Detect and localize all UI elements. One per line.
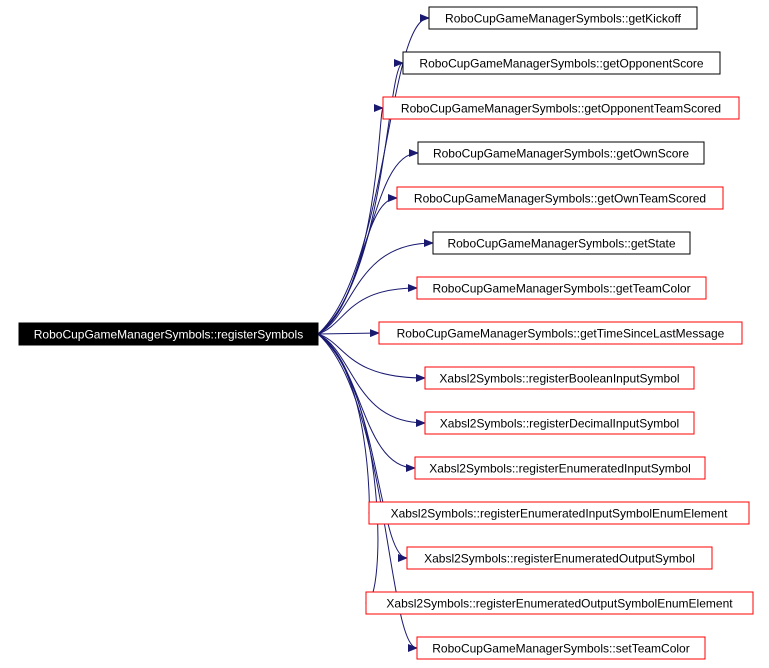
target-node-box [428,6,698,30]
source-node-label: RoboCupGameManagerSymbols::registerSymbo… [34,328,303,342]
call-edge [317,239,434,335]
target-node-label: RoboCupGameManagerSymbols::getState [447,237,675,251]
target-node-box [406,546,713,570]
target-node-box [432,231,691,255]
source-node[interactable]: RoboCupGameManagerSymbols::registerSymbo… [18,322,319,346]
source-node-box [18,322,319,346]
target-node-label: Xabsl2Symbols::registerEnumeratedInputSy… [391,507,728,521]
call-edge [317,149,419,335]
target-node[interactable]: RoboCupGameManagerSymbols::getKickoff [428,6,698,30]
call-edge [317,333,416,472]
call-edge [317,194,398,335]
target-node-box [378,321,743,345]
target-node[interactable]: Xabsl2Symbols::registerEnumeratedOutputS… [365,591,754,615]
target-node[interactable]: RoboCupGameManagerSymbols::getOwnScore [417,141,705,165]
target-node-label: RoboCupGameManagerSymbols::getKickoff [445,12,682,26]
target-node-label: RoboCupGameManagerSymbols::setTeamColor [432,642,689,656]
target-node[interactable]: RoboCupGameManagerSymbols::getOpponentSc… [402,51,721,75]
target-node[interactable]: Xabsl2Symbols::registerEnumeratedOutputS… [406,546,713,570]
target-node-label: Xabsl2Symbols::registerDecimalInputSymbo… [440,417,679,431]
target-node-box [396,186,724,210]
target-node-box [414,456,706,480]
target-node[interactable]: RoboCupGameManagerSymbols::getTeamColor [416,276,707,300]
call-edge [317,284,418,335]
target-node[interactable]: Xabsl2Symbols::registerBooleanInputSymbo… [424,366,695,390]
target-node[interactable]: Xabsl2Symbols::registerEnumeratedInputSy… [368,501,750,525]
target-node[interactable]: RoboCupGameManagerSymbols::getOpponentTe… [382,96,740,120]
call-edge [317,329,380,338]
target-node-box [368,501,750,525]
target-node-label: RoboCupGameManagerSymbols::getOpponentSc… [419,57,703,71]
target-node[interactable]: Xabsl2Symbols::registerEnumeratedInputSy… [414,456,706,480]
target-node-box [382,96,740,120]
target-node-label: RoboCupGameManagerSymbols::getOwnScore [433,147,689,161]
target-node[interactable]: RoboCupGameManagerSymbols::setTeamColor [416,636,706,660]
target-node-label: Xabsl2Symbols::registerEnumeratedInputSy… [429,462,690,476]
target-node[interactable]: RoboCupGameManagerSymbols::getTimeSinceL… [378,321,743,345]
target-node-label: RoboCupGameManagerSymbols::getOwnTeamSco… [414,192,706,206]
target-node[interactable]: RoboCupGameManagerSymbols::getState [432,231,691,255]
call-edge [317,333,426,427]
target-node-box [402,51,721,75]
target-node-label: RoboCupGameManagerSymbols::getTeamColor [432,282,690,296]
target-node-label: RoboCupGameManagerSymbols::getOpponentTe… [401,102,721,116]
target-nodes: RoboCupGameManagerSymbols::getKickoffRob… [365,6,754,660]
target-node-label: Xabsl2Symbols::registerEnumeratedOutputS… [424,552,695,566]
target-node-box [416,636,706,660]
target-node-label: Xabsl2Symbols::registerBooleanInputSymbo… [439,372,679,386]
target-node-box [424,411,695,435]
target-node-box [365,591,754,615]
call-edge [317,333,426,382]
target-node-label: RoboCupGameManagerSymbols::getTimeSinceL… [397,327,725,341]
target-node-box [417,141,705,165]
target-node-box [416,276,707,300]
target-node-box [424,366,695,390]
target-node-label: Xabsl2Symbols::registerEnumeratedOutputS… [386,597,733,611]
target-node[interactable]: Xabsl2Symbols::registerDecimalInputSymbo… [424,411,695,435]
call-edge [317,333,379,607]
target-node[interactable]: RoboCupGameManagerSymbols::getOwnTeamSco… [396,186,724,210]
